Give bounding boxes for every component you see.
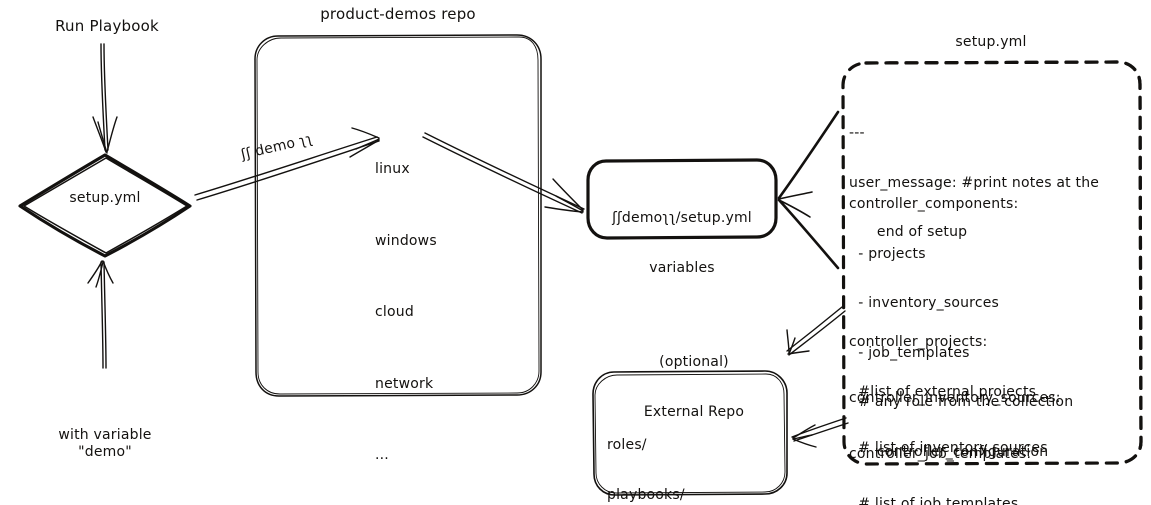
arrow-run-playbook [92,43,118,154]
external-repo-item-list: roles/ playbooks/ .... [607,404,685,505]
yml-line: controller_projects: [849,334,988,351]
setup-yml-block-controller-components: controller_components: - projects - inve… [849,163,1073,493]
repo-title-label: product-demos repo [320,5,476,23]
decision-diamond-label: setup.yml [69,190,141,206]
yml-line: - inventory_sources [849,295,1000,312]
setup-yml-title-label: setup.yml [955,34,1027,50]
run-playbook-label: Run Playbook [55,17,159,35]
external-repo-title-line-2: External Repo [643,403,745,420]
yml-line: --- [849,125,865,142]
repo-item-network: network [375,375,434,392]
repo-item-windows: windows [375,232,437,249]
arrow-linux-to-variables [422,132,585,214]
yml-line: controller_configuration [849,443,1049,460]
repo-item-linux: linux [375,161,410,178]
repo-box [254,34,542,397]
setup-yml-block-header: --- user_message: #print notes at the en… [849,92,1099,274]
variables-box-line-1: ʃʃdemoʅʅ/setup.yml [612,210,752,227]
arrow-job-templates-to-external-repo [791,417,849,448]
yml-line: user_message: #print notes at the [849,174,1100,191]
variables-box-label: ʃʃdemoʅʅ/setup.yml variables [612,177,752,309]
arrow-setup-yml-to-variables [777,110,840,270]
setup-yml-block-controller-inventory-sources: controller_inventory_sources: # list of … [849,357,1061,489]
yml-line: # any role from the collection [849,394,1074,411]
decision-diamond-setup-yml [18,153,192,258]
external-repo-item-playbooks: playbooks/ [607,486,685,503]
arrow-projects-to-external-repo [786,306,846,356]
yml-line: # list of inventory sources [849,439,1048,456]
repo-item-cloud: cloud [375,304,414,321]
yml-line: #list of external projects [849,383,1037,400]
external-repo-title-label: (optional) External Repo [644,321,744,453]
arrow-with-variable [87,260,114,369]
external-repo-box [592,370,788,496]
setup-yml-block-controller-projects: controller_projects: #list of external p… [849,301,1036,433]
yml-line: - projects [849,245,926,262]
yml-line: controller_job_templates: [849,446,1032,463]
yml-line: controller_components: [849,196,1019,213]
yml-line: # list of job templates [849,495,1019,505]
yml-line: - job_templates [849,344,970,361]
setup-yml-block-controller-job-templates: controller_job_templates: # list of job … [849,413,1031,505]
external-repo-item-roles: roles/ [607,437,647,454]
repo-item-ellipsis: ... [375,447,389,464]
external-repo-title-line-1: (optional) [659,354,729,371]
arrow-demo-variable [194,127,380,201]
variables-box [586,158,778,240]
yml-line: end of setup [849,224,968,241]
repo-item-list: linux windows cloud network ... [375,128,437,505]
yml-line: controller_inventory_sources: [849,390,1061,407]
variables-box-line-2: variables [649,259,715,276]
setup-yml-dashed-box [841,60,1143,466]
with-variable-label: with variable "demo" [58,427,152,460]
